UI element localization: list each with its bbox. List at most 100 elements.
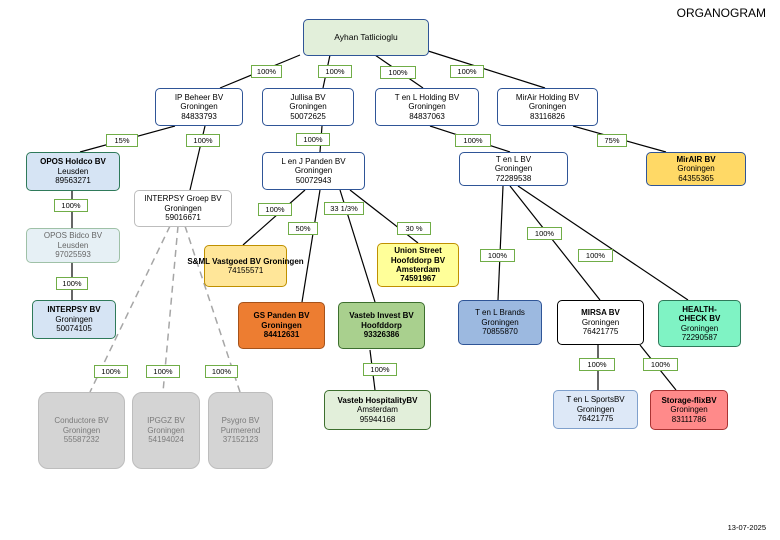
node-number: 95944168 bbox=[359, 414, 396, 424]
node-mirair-holding[interactable]: MirAir Holding BV Groningen 83116826 bbox=[497, 88, 598, 126]
node-name: Storage-flixBV bbox=[661, 395, 717, 405]
share-label: 100% bbox=[296, 133, 330, 146]
share-label: 100% bbox=[455, 134, 491, 147]
node-len-j-panden[interactable]: L en J Panden BV Groningen 50072943 bbox=[262, 152, 365, 190]
node-city: Groningen bbox=[670, 405, 708, 415]
share-label: 30 % bbox=[397, 222, 431, 235]
share-label: 100% bbox=[318, 65, 352, 78]
node-name: MirAIR BV bbox=[676, 154, 716, 164]
node-city: Groningen bbox=[55, 314, 93, 324]
node-name: MIRSA BV bbox=[581, 308, 620, 318]
node-name: OPOS Bidco BV bbox=[43, 231, 103, 241]
share-label: 100% bbox=[205, 365, 238, 378]
node-city: Groningen bbox=[677, 164, 715, 174]
node-name: INTERPSY Groep BV bbox=[144, 194, 222, 204]
node-city: Groningen bbox=[528, 102, 567, 112]
share-label: 100% bbox=[480, 249, 515, 262]
share-label: 100% bbox=[54, 199, 88, 212]
node-number: 64355365 bbox=[678, 173, 714, 183]
node-ipggz[interactable]: IPGGZ BV Groningen 54194024 bbox=[132, 392, 200, 469]
node-vasteb-invest[interactable]: Vasteb Invest BV Hoofddorp 93326386 bbox=[338, 302, 425, 349]
node-number: 89563271 bbox=[55, 176, 91, 186]
node-city: Hoofddorp bbox=[361, 320, 402, 330]
node-number: 72290587 bbox=[681, 332, 718, 342]
node-number: 76421775 bbox=[577, 414, 614, 424]
node-city: Purmerend bbox=[220, 425, 261, 435]
node-name: OPOS Holdco BV bbox=[40, 157, 106, 167]
node-tenl-bv[interactable]: T en L BV Groningen 72289538 bbox=[459, 152, 568, 186]
node-sml-vastgoed[interactable]: S&ML Vastgoed BV Groningen 74155571 bbox=[187, 245, 304, 287]
node-name-2: CHECK BV bbox=[678, 314, 721, 324]
node-city: Groningen bbox=[494, 164, 533, 174]
node-name: Vasteb Invest BV bbox=[349, 311, 414, 321]
node-number: 55587232 bbox=[63, 435, 100, 445]
node-name: INTERPSY BV bbox=[47, 305, 101, 315]
node-gs-panden[interactable]: GS Panden BV Groningen 84412631 bbox=[238, 302, 325, 349]
node-number: 97025593 bbox=[55, 250, 91, 260]
node-city: Groningen bbox=[576, 404, 615, 414]
node-vasteb-hospitality[interactable]: Vasteb HospitalityBV Amsterdam 95944168 bbox=[324, 390, 431, 430]
node-number: 84412631 bbox=[263, 330, 300, 340]
node-name: T en L SportsBV bbox=[566, 395, 625, 405]
node-ip-beheer[interactable]: IP Beheer BV Groningen 84833793 bbox=[155, 88, 243, 126]
node-opos-holdco[interactable]: OPOS Holdco BV Leusden 89563271 bbox=[26, 152, 120, 191]
node-number: 72289538 bbox=[495, 173, 532, 183]
node-tenl-brands[interactable]: T en L Brands Groningen 70855870 bbox=[458, 300, 542, 345]
node-number: 70855870 bbox=[482, 327, 518, 337]
node-opos-bidco[interactable]: OPOS Bidco BV Leusden 97025593 bbox=[26, 228, 120, 263]
node-name: Jullisa BV bbox=[290, 92, 326, 102]
share-label: 15% bbox=[106, 134, 138, 147]
node-number: 83111786 bbox=[671, 414, 707, 424]
node-name: T en L Brands bbox=[475, 308, 525, 318]
share-label: 100% bbox=[258, 203, 292, 216]
node-name: IPGGZ BV bbox=[147, 416, 185, 426]
node-union-street[interactable]: Union Street Hoofddorp BV Amsterdam 7459… bbox=[377, 243, 459, 287]
node-number: 76421775 bbox=[582, 327, 619, 337]
node-name-2: Hoofddorp BV bbox=[390, 255, 446, 265]
node-tenl-sports[interactable]: T en L SportsBV Groningen 76421775 bbox=[553, 390, 638, 429]
node-name: T en L Holding BV bbox=[394, 92, 460, 102]
node-number: 50072943 bbox=[295, 175, 332, 185]
node-jullisa[interactable]: Jullisa BV Groningen 50072625 bbox=[262, 88, 354, 126]
node-number: 50074105 bbox=[56, 324, 92, 334]
node-city: Leusden bbox=[57, 240, 89, 250]
node-number: 83116826 bbox=[530, 111, 565, 121]
node-number: 59016671 bbox=[165, 213, 201, 223]
share-label: 100% bbox=[146, 365, 180, 378]
node-number: 84837063 bbox=[409, 111, 445, 121]
node-name: GS Panden BV bbox=[253, 311, 310, 321]
node-name: IP Beheer BV bbox=[174, 92, 224, 102]
node-city: Groningen bbox=[289, 102, 327, 112]
node-number: 54194024 bbox=[148, 435, 184, 445]
node-ayhan-tatlicioglu[interactable]: Ayhan Tatlicioglu bbox=[303, 19, 429, 56]
node-storage-flix[interactable]: Storage-flixBV Groningen 83111786 bbox=[650, 390, 728, 430]
node-psygro[interactable]: Psygro BV Purmerend 37152123 bbox=[208, 392, 273, 469]
node-city: Groningen bbox=[481, 317, 519, 327]
node-number: 74591967 bbox=[400, 274, 436, 284]
node-number: 50072625 bbox=[290, 111, 326, 121]
node-interpsy-groep[interactable]: INTERPSY Groep BV Groningen 59016671 bbox=[134, 190, 232, 227]
node-name: Ayhan Tatlicioglu bbox=[334, 32, 398, 43]
node-city: Groningen bbox=[294, 166, 333, 176]
node-city: Groningen bbox=[62, 425, 101, 435]
node-city: Amsterdam bbox=[357, 405, 398, 415]
node-conductore[interactable]: Conductore BV Groningen 55587232 bbox=[38, 392, 125, 469]
node-city: Amsterdam bbox=[395, 265, 440, 274]
node-health-check[interactable]: HEALTH- CHECK BV Groningen 72290587 bbox=[658, 300, 741, 347]
node-city: Groningen bbox=[147, 425, 185, 435]
share-label: 100% bbox=[186, 134, 220, 147]
node-mirair-bv[interactable]: MirAIR BV Groningen 64355365 bbox=[646, 152, 746, 186]
share-label: 75% bbox=[597, 134, 627, 147]
share-label: 100% bbox=[578, 249, 613, 262]
share-label: 100% bbox=[94, 365, 128, 378]
node-tenl-holding[interactable]: T en L Holding BV Groningen 84837063 bbox=[375, 88, 479, 126]
share-label: 100% bbox=[527, 227, 562, 240]
node-mirsa[interactable]: MIRSA BV Groningen 76421775 bbox=[557, 300, 644, 345]
node-city: Groningen bbox=[164, 203, 202, 213]
node-city: Groningen bbox=[261, 320, 302, 330]
node-city: Groningen bbox=[581, 317, 620, 327]
node-name: MirAir Holding BV bbox=[515, 92, 580, 102]
node-interpsy-bv[interactable]: INTERPSY BV Groningen 50074105 bbox=[32, 300, 116, 339]
share-label: 50% bbox=[288, 222, 318, 235]
node-city: Leusden bbox=[57, 166, 89, 176]
